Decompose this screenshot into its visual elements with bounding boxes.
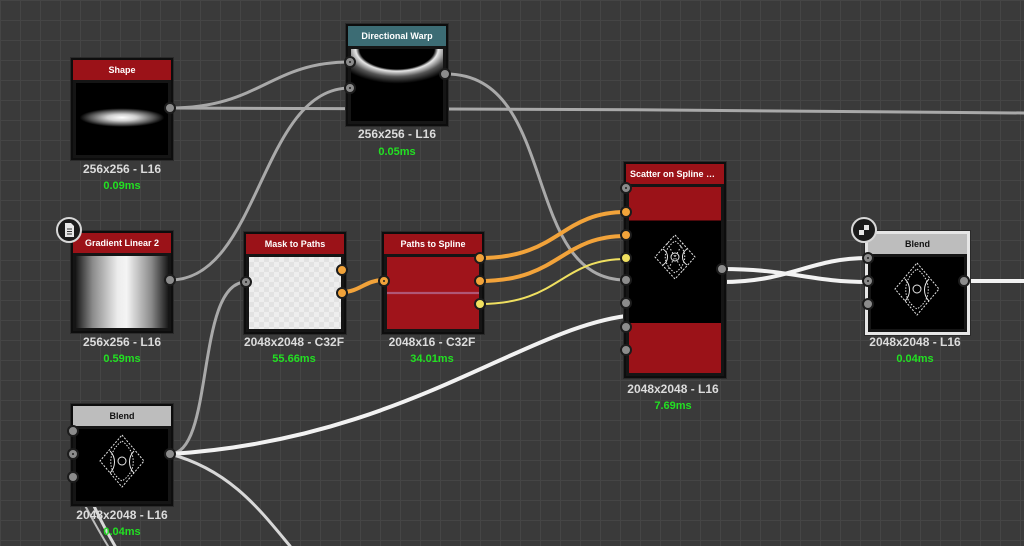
blend-node-right[interactable]: Blend bbox=[865, 231, 970, 335]
node-title: Paths to Spline bbox=[384, 234, 482, 254]
mask-to-paths-node[interactable]: Mask to Paths bbox=[244, 232, 346, 334]
input-port[interactable] bbox=[344, 82, 356, 94]
pattern-preview bbox=[654, 234, 696, 280]
node-cook-time: 0.04ms bbox=[896, 353, 934, 365]
input-port[interactable] bbox=[862, 275, 874, 287]
node-title: Blend bbox=[868, 234, 967, 254]
output-port[interactable] bbox=[164, 102, 176, 114]
input-port[interactable] bbox=[620, 274, 632, 286]
output-port[interactable] bbox=[336, 264, 348, 276]
node-cook-time: 0.05ms bbox=[378, 146, 416, 158]
input-port[interactable] bbox=[620, 297, 632, 309]
node-resolution: 256x256 - L16 bbox=[82, 335, 162, 349]
input-port[interactable] bbox=[67, 471, 79, 483]
input-port[interactable] bbox=[620, 252, 632, 264]
node-resolution: 256x256 - L16 bbox=[82, 162, 162, 176]
node-thumbnail bbox=[76, 256, 168, 328]
wire bbox=[168, 106, 1024, 115]
wire bbox=[168, 86, 352, 282]
input-port[interactable] bbox=[862, 252, 874, 264]
shape-node[interactable]: Shape bbox=[71, 58, 173, 160]
scatter-on-spline-node[interactable]: Scatter on Spline Gray... bbox=[624, 162, 726, 378]
output-badge[interactable] bbox=[851, 217, 877, 243]
node-thumbnail bbox=[351, 49, 443, 121]
node-resolution: 2048x2048 - L16 bbox=[76, 508, 168, 522]
output-port[interactable] bbox=[439, 68, 451, 80]
wire bbox=[168, 60, 352, 110]
node-thumbnail bbox=[76, 429, 168, 501]
output-port[interactable] bbox=[164, 274, 176, 286]
input-port[interactable] bbox=[620, 344, 632, 356]
node-title: Gradient Linear 2 bbox=[73, 233, 171, 253]
node-title: Mask to Paths bbox=[246, 234, 344, 254]
pattern-preview bbox=[894, 262, 940, 316]
output-port[interactable] bbox=[958, 275, 970, 287]
node-cook-time: 55.66ms bbox=[272, 353, 316, 365]
node-thumbnail bbox=[249, 257, 341, 329]
document-icon bbox=[65, 223, 74, 237]
node-cook-time: 34.01ms bbox=[410, 353, 454, 365]
output-port[interactable] bbox=[474, 252, 486, 264]
wire bbox=[168, 280, 248, 456]
input-port[interactable] bbox=[67, 425, 79, 437]
node-cook-time: 0.09ms bbox=[103, 180, 141, 192]
wire bbox=[168, 452, 292, 546]
node-resolution: 2048x2048 - C32F bbox=[243, 335, 345, 349]
directional-warp-node[interactable]: Directional Warp bbox=[346, 24, 448, 126]
wire bbox=[478, 210, 628, 260]
node-title: Scatter on Spline Gray... bbox=[626, 164, 724, 184]
wire bbox=[720, 256, 870, 284]
output-port[interactable] bbox=[716, 263, 728, 275]
node-thumbnail bbox=[871, 257, 964, 329]
input-port[interactable] bbox=[67, 448, 79, 460]
wire bbox=[479, 258, 627, 305]
pattern-preview bbox=[99, 434, 145, 488]
input-port[interactable] bbox=[620, 182, 632, 194]
output-port[interactable] bbox=[164, 448, 176, 460]
node-resolution: 256x256 - L16 bbox=[357, 127, 437, 141]
checker-icon bbox=[859, 225, 869, 235]
input-port[interactable] bbox=[344, 56, 356, 68]
input-port[interactable] bbox=[240, 276, 252, 288]
node-cook-time: 0.59ms bbox=[103, 353, 141, 365]
node-thumbnail bbox=[387, 257, 479, 329]
node-resolution: 2048x16 - C32F bbox=[388, 335, 476, 349]
node-cook-time: 0.04ms bbox=[103, 526, 141, 538]
wire bbox=[478, 234, 628, 283]
node-cook-time: 7.69ms bbox=[654, 400, 692, 412]
paths-to-spline-node[interactable]: Paths to Spline bbox=[382, 232, 484, 334]
node-title: Directional Warp bbox=[348, 26, 446, 46]
node-title: Blend bbox=[73, 406, 171, 426]
comment-badge[interactable] bbox=[56, 217, 82, 243]
output-port[interactable] bbox=[474, 298, 486, 310]
input-port[interactable] bbox=[862, 298, 874, 310]
node-title: Shape bbox=[73, 60, 171, 80]
input-port[interactable] bbox=[620, 321, 632, 333]
output-port[interactable] bbox=[336, 287, 348, 299]
wire bbox=[720, 267, 870, 284]
blend-node-left[interactable]: Blend bbox=[71, 404, 173, 506]
input-port[interactable] bbox=[378, 275, 390, 287]
node-thumbnail bbox=[629, 187, 721, 373]
node-thumbnail bbox=[76, 83, 168, 155]
input-port[interactable] bbox=[620, 229, 632, 241]
input-port[interactable] bbox=[620, 206, 632, 218]
gradient-linear-2-node[interactable]: Gradient Linear 2 bbox=[71, 231, 173, 333]
wire bbox=[444, 72, 628, 282]
output-port[interactable] bbox=[474, 275, 486, 287]
node-resolution: 2048x2048 - L16 bbox=[627, 382, 719, 396]
wire bbox=[168, 314, 628, 456]
node-resolution: 2048x2048 - L16 bbox=[869, 335, 961, 349]
